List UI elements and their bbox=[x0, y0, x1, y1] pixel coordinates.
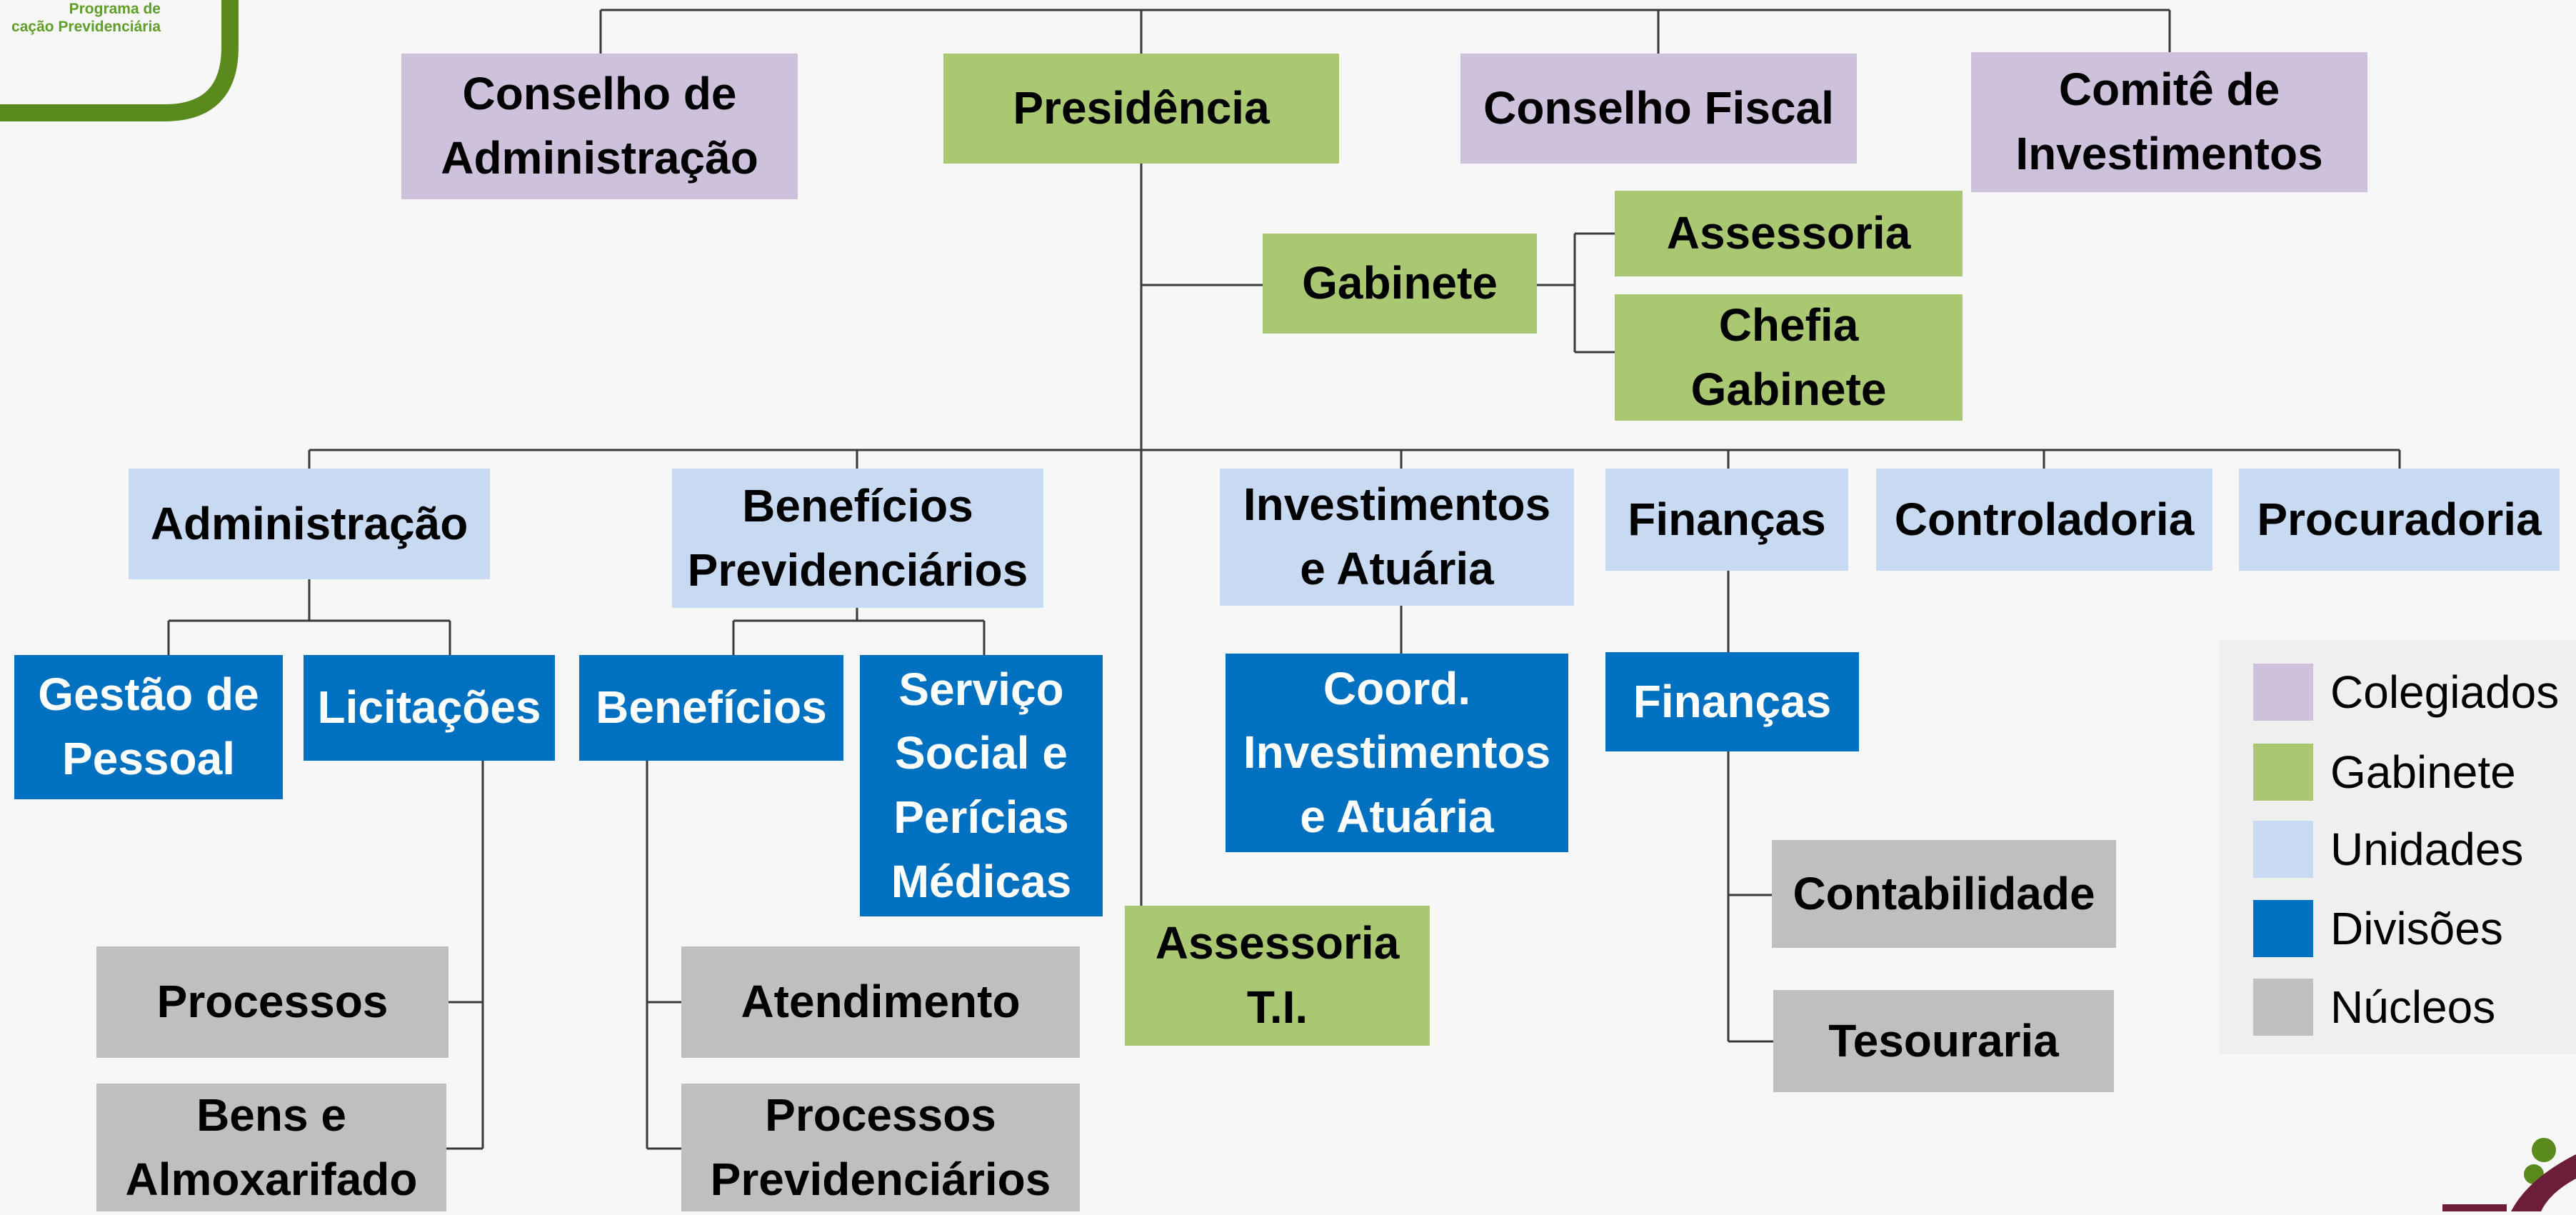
box-gestao-pessoal[interactable]: Gestão de Pessoal bbox=[14, 655, 283, 799]
legend-label-gabinete: Gabinete bbox=[2330, 746, 2516, 798]
box-financas-divisao[interactable]: Finanças bbox=[1605, 652, 1859, 751]
box-beneficios[interactable]: Benefícios bbox=[579, 655, 843, 761]
box-administracao[interactable]: Administração bbox=[129, 469, 490, 579]
legend-swatch-unidades bbox=[2253, 821, 2313, 878]
box-assessoria[interactable]: Assessoria bbox=[1615, 191, 1963, 276]
box-licitacoes[interactable]: Licitações bbox=[304, 655, 555, 761]
box-contabilidade[interactable]: Contabilidade bbox=[1772, 840, 2116, 948]
ipreq-logo-icon bbox=[2442, 1129, 2576, 1211]
box-investimentos-atuaria[interactable]: Investimentos e Atuária bbox=[1220, 469, 1574, 606]
box-gabinete[interactable]: Gabinete bbox=[1263, 234, 1537, 334]
box-beneficios-previdenciarios[interactable]: Benefícios Previdenciários bbox=[672, 469, 1043, 608]
program-logo-arc bbox=[0, 0, 239, 121]
box-comite-investimentos[interactable]: Comitê de Investimentos bbox=[1971, 52, 2367, 192]
box-processos-previdenciarios[interactable]: Processos Previdenciários bbox=[681, 1084, 1080, 1211]
legend-label-colegiados: Colegiados bbox=[2330, 666, 2560, 718]
program-logo-icon: Programa de cação Previdenciária bbox=[0, 0, 243, 125]
program-logo-text: Programa de cação Previdenciária bbox=[0, 0, 161, 36]
legend-swatch-colegiados bbox=[2253, 664, 2313, 721]
legend-label-divisoes: Divisões bbox=[2330, 903, 2503, 954]
legend-item-gabinete: Gabinete bbox=[2253, 744, 2576, 801]
box-processos[interactable]: Processos bbox=[96, 946, 448, 1058]
legend-item-unidades: Unidades bbox=[2253, 821, 2576, 878]
box-conselho-fiscal[interactable]: Conselho Fiscal bbox=[1460, 54, 1857, 164]
box-atendimento[interactable]: Atendimento bbox=[681, 946, 1080, 1058]
legend-swatch-nucleos bbox=[2253, 979, 2313, 1036]
box-chefia-gabinete[interactable]: Chefia Gabinete bbox=[1615, 294, 1963, 421]
legend-swatch-gabinete bbox=[2253, 744, 2313, 801]
ipreq-logo-mark bbox=[2442, 1138, 2576, 1211]
program-logo-line2: cação Previdenciária bbox=[11, 19, 161, 35]
legend-item-nucleos: Núcleos bbox=[2253, 979, 2576, 1036]
box-financas-unidade[interactable]: Finanças bbox=[1605, 469, 1848, 571]
legend-item-colegiados: Colegiados bbox=[2253, 664, 2576, 721]
program-logo-line1: Programa de bbox=[69, 1, 161, 17]
legend-label-unidades: Unidades bbox=[2330, 824, 2524, 875]
box-procuradoria[interactable]: Procuradoria bbox=[2239, 469, 2560, 571]
box-presidencia[interactable]: Presidência bbox=[943, 54, 1339, 164]
box-servico-social[interactable]: Serviço Social e Perícias Médicas bbox=[860, 655, 1103, 916]
box-conselho-administracao[interactable]: Conselho de Administração bbox=[401, 54, 798, 199]
box-controladoria[interactable]: Controladoria bbox=[1876, 469, 2212, 571]
box-tesouraria[interactable]: Tesouraria bbox=[1773, 990, 2114, 1092]
box-bens-almoxarifado[interactable]: Bens e Almoxarifado bbox=[96, 1084, 446, 1211]
box-coord-investimentos[interactable]: Coord. Investimentos e Atuária bbox=[1226, 654, 1568, 852]
legend-item-divisoes: Divisões bbox=[2253, 900, 2576, 957]
box-assessoria-ti[interactable]: Assessoria T.I. bbox=[1125, 906, 1430, 1046]
legend-label-nucleos: Núcleos bbox=[2330, 981, 2496, 1033]
legend-swatch-divisoes bbox=[2253, 900, 2313, 957]
